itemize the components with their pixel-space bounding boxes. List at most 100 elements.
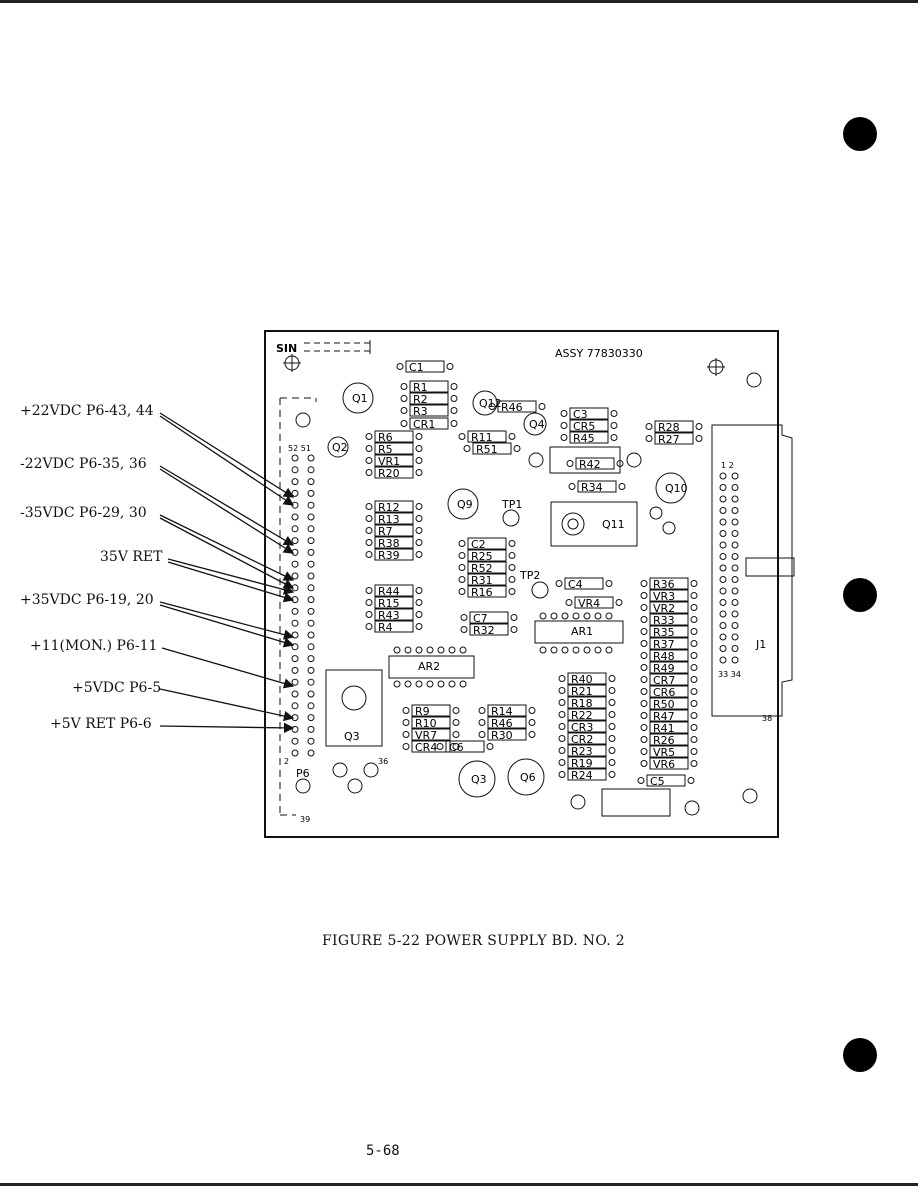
- callout-35v-ret: 35V RET: [100, 549, 163, 565]
- component-label: R19: [571, 757, 593, 770]
- component-label: VR5: [653, 746, 675, 759]
- component-body: [487, 728, 527, 741]
- component-label: R39: [378, 549, 400, 562]
- component-label: R2: [413, 393, 428, 406]
- component-label: R46: [501, 401, 523, 414]
- component-body: [409, 380, 449, 393]
- component-body: [374, 466, 414, 479]
- component-label: R24: [571, 769, 593, 782]
- component-body: [649, 577, 689, 590]
- mounting-hole: [746, 372, 762, 388]
- component-body: [564, 577, 604, 590]
- component-label: R21: [571, 685, 593, 698]
- component-label: C7: [473, 612, 488, 625]
- component-body: [374, 620, 414, 633]
- component-body: [411, 740, 451, 753]
- component-label: R31: [471, 574, 493, 587]
- component-body: [649, 637, 689, 650]
- callout-neg22vdc: -22VDC P6-35, 36: [20, 456, 147, 472]
- component-body: [569, 407, 609, 420]
- component-label: R32: [473, 624, 495, 637]
- amplifier-label: AR1: [571, 625, 593, 638]
- component-label: VR1: [378, 455, 400, 468]
- component-label: C3: [573, 408, 588, 421]
- component-body: [467, 549, 507, 562]
- component-body: [487, 716, 527, 729]
- component-label: R26: [653, 734, 675, 747]
- component-label: R37: [653, 638, 675, 651]
- page-top-rule: [0, 0, 918, 3]
- component-body: [649, 685, 689, 698]
- component-label: R30: [491, 729, 513, 742]
- component-body: [374, 608, 414, 621]
- figure-caption: FIGURE 5-22 POWER SUPPLY BD. NO. 2: [322, 933, 625, 949]
- test-point-label: TP2: [519, 569, 540, 582]
- transistor-label: Q3: [344, 730, 360, 743]
- component-body: [654, 432, 694, 445]
- component-label: CR3: [571, 721, 593, 734]
- component-label: R11: [471, 431, 493, 444]
- component-label: R18: [571, 697, 593, 710]
- component-label: CR1: [413, 418, 435, 431]
- j1-label: J1: [755, 638, 766, 651]
- component-label: R9: [415, 705, 430, 718]
- p6-pin-rows: [291, 454, 315, 757]
- transistor-label: Q4: [529, 418, 545, 431]
- transistor-label: Q2: [332, 441, 348, 454]
- component-body: [649, 745, 689, 758]
- component-body: [567, 684, 607, 697]
- component-label: R10: [415, 717, 437, 730]
- callout-22vdc: +22VDC P6-43, 44: [20, 403, 154, 419]
- component-body: [654, 420, 694, 433]
- p6-bottom-pin: 2: [284, 757, 289, 766]
- component-body: [649, 589, 689, 602]
- component-label: R44: [378, 585, 400, 598]
- component-body: [374, 548, 414, 561]
- component-label: R5: [378, 443, 393, 456]
- component-body: [649, 757, 689, 770]
- component-label: R1: [413, 381, 428, 394]
- mounting-hole: [283, 354, 301, 372]
- j1-connector: [711, 424, 795, 717]
- page-bottom-rule: [0, 1183, 918, 1186]
- component-body: [487, 704, 527, 717]
- component-body: [649, 601, 689, 614]
- p6-connector: [279, 397, 317, 816]
- component-label: R52: [471, 562, 493, 575]
- component-body: [374, 584, 414, 597]
- component-body: [469, 611, 509, 624]
- component-label: C4: [568, 578, 583, 591]
- component-body: [567, 720, 607, 733]
- callout-11-mon: +11(MON.) P6-11: [30, 638, 158, 654]
- component-label: VR3: [653, 590, 675, 603]
- callout-5vdc: +5VDC P6-5: [72, 680, 162, 696]
- component-body: [409, 417, 449, 430]
- component-body: [472, 442, 512, 455]
- component-body: [569, 419, 609, 432]
- component-label: R23: [571, 745, 593, 758]
- component-label: R25: [471, 550, 493, 563]
- j1-top-pins: 1 2: [721, 461, 734, 470]
- component-label: R34: [581, 481, 603, 494]
- component-body: [374, 512, 414, 525]
- component-body: [405, 360, 445, 373]
- j1-pin-rows: [719, 472, 739, 664]
- component-body: [649, 721, 689, 734]
- component-label: R20: [378, 467, 400, 480]
- callout-neg35vdc: -35VDC P6-29, 30: [20, 505, 147, 521]
- binder-hole: [843, 1038, 877, 1072]
- component-label: VR6: [653, 758, 675, 771]
- component-labels: AR1AR2TP1TP2C1R1R2R3CR1R6R5VR1R20R11R51R…: [365, 360, 703, 788]
- ar1-package: [534, 620, 624, 644]
- component-body: [497, 400, 537, 413]
- component-body: [567, 672, 607, 685]
- component-label: R36: [653, 578, 675, 591]
- component-body: [649, 625, 689, 638]
- binder-hole: [843, 578, 877, 612]
- component-body: [467, 537, 507, 550]
- component-body: [467, 573, 507, 586]
- component-body: [649, 709, 689, 722]
- component-label: C1: [409, 361, 424, 374]
- component-body: [649, 697, 689, 710]
- component-body: [567, 768, 607, 781]
